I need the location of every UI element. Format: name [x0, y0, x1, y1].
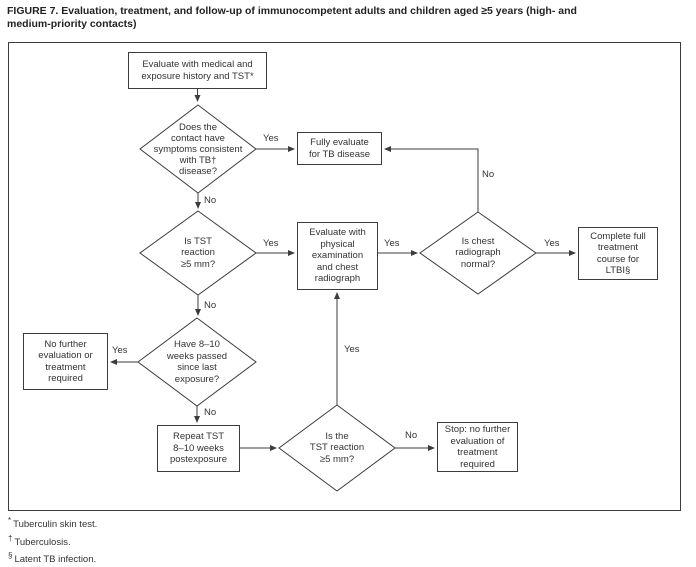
label-diamond-radiograph: Is chest radiograph normal?	[455, 235, 501, 270]
label-diamond-weeks: Have 8–10 weeks passed since last exposu…	[166, 339, 228, 385]
edge-label-exam-yes: Yes	[384, 238, 400, 249]
label-diamond-tst2: Is the TST reaction ≥5 mm?	[309, 430, 365, 465]
node-fully-evaluate: Fully evaluate for TB disease	[297, 132, 382, 165]
edge-label-weeks-yes: Yes	[112, 345, 128, 356]
edge-label-weeks-no: No	[204, 407, 217, 418]
edge-label-radiograph-yes: Yes	[544, 238, 560, 249]
footnote-text: Latent TB infection.	[14, 554, 97, 566]
footnote-tst: *Tuberculin skin test.	[8, 514, 97, 532]
figure-title: FIGURE 7. Evaluation, treatment, and fol…	[7, 5, 577, 30]
footnote-text: Tuberculin skin test.	[13, 519, 98, 531]
node-evaluate-history: Evaluate with medical and exposure histo…	[128, 52, 267, 89]
diamond-symptoms	[139, 104, 257, 194]
edge-label-symptoms-yes: Yes	[263, 133, 279, 144]
diamond-weeks-passed	[137, 317, 257, 407]
edge-label-tst-yes: Yes	[263, 238, 279, 249]
footnote-marker: *	[8, 516, 12, 525]
footnote-ltbi: §Latent TB infection.	[8, 549, 97, 567]
edge-label-tst2-yes: Yes	[344, 344, 360, 355]
node-stop: Stop: no further evaluation of treatment…	[437, 422, 518, 472]
edge-label-symptoms-no: No	[204, 195, 217, 206]
footnote-marker: †	[8, 533, 13, 543]
node-no-further: No further evaluation or treatment requi…	[23, 333, 108, 390]
edge-label-radiograph-no: No	[482, 169, 495, 180]
node-physical-exam: Evaluate with physical examination and c…	[297, 222, 378, 290]
footnote-tb: †Tuberculosis.	[8, 532, 97, 550]
edge-label-tst2-no: No	[405, 430, 418, 441]
footnote-text: Tuberculosis.	[14, 536, 71, 548]
diamond-tst2-reaction	[278, 404, 396, 492]
edge-radiograph-no	[384, 146, 479, 212]
node-complete-treatment: Complete full treatment course for LTBI§	[578, 227, 658, 280]
node-repeat-tst: Repeat TST 8–10 weeks postexposure	[157, 425, 240, 472]
footnote-marker: §	[8, 551, 13, 561]
edge-label-tst-no: No	[204, 300, 217, 311]
diamond-tst-reaction	[139, 210, 257, 296]
footnotes: *Tuberculin skin test. †Tuberculosis. §L…	[8, 514, 97, 567]
label-diamond-tst: Is TST reaction ≥5 mm?	[180, 235, 216, 270]
diamond-chest-radiograph	[419, 211, 537, 295]
label-diamond-symptoms: Does the contact have symptoms consisten…	[153, 121, 243, 177]
